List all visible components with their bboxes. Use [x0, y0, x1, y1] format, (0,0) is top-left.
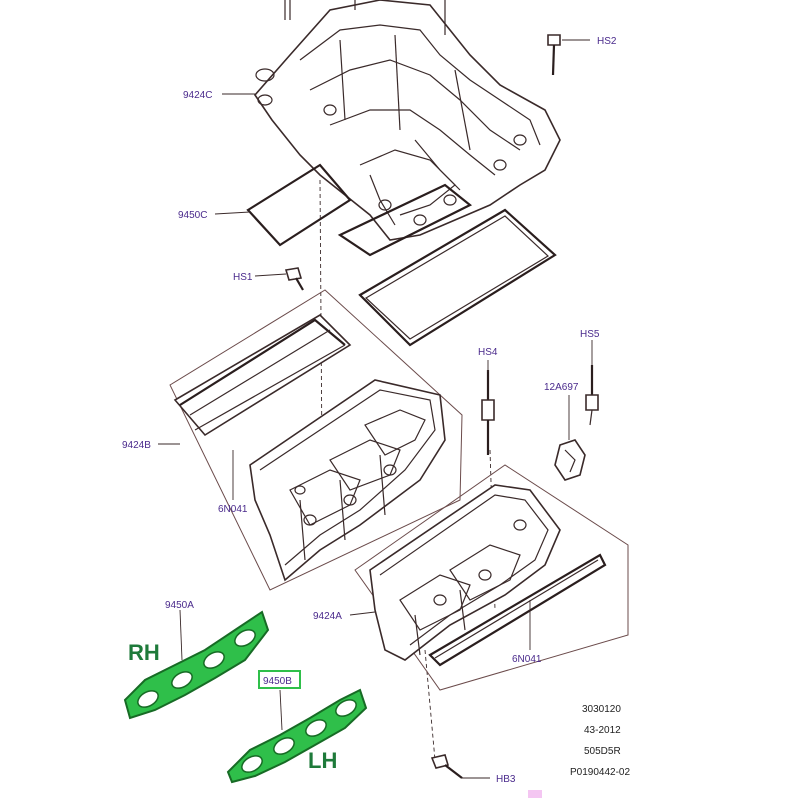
callout-12a697: 12A697 [544, 382, 579, 393]
gasket-rh-9450a [123, 610, 270, 720]
leader-lines [158, 39, 593, 779]
callout-9424c: 9424C [183, 90, 212, 101]
sensor-12a697 [554, 439, 586, 481]
catalog-code-2: 43-2012 [584, 725, 621, 736]
rh-section-frame [169, 289, 463, 591]
corner-marker [528, 790, 542, 798]
bolt-hs2 [547, 34, 561, 76]
lower-intake-rh [173, 313, 446, 582]
callout-9424a: 9424A [313, 611, 342, 622]
sensor-hs5 [585, 365, 599, 426]
upper-intake-manifold [253, 0, 561, 241]
catalog-code-4: P0190442-02 [570, 767, 630, 778]
callout-hs5: HS5 [580, 329, 600, 340]
callout-9450c: 9450C [178, 210, 207, 221]
side-label-rh: RH [128, 640, 160, 665]
catalog-code-1: 3030120 [582, 704, 621, 715]
lower-intake-lh [369, 484, 607, 667]
callout-9450a: 9450A [165, 600, 194, 611]
callout-6n041-lower: 6N041 [512, 654, 542, 665]
bolt-hb3 [430, 754, 463, 779]
catalog-code-3: 505D5R [584, 746, 621, 757]
side-label-lh: LH [308, 748, 337, 773]
callout-9450b: 9450B [263, 676, 292, 687]
highlight-box-9450b [258, 670, 301, 689]
lh-section-frame [354, 464, 629, 691]
callout-hb3: HB3 [496, 774, 516, 785]
callout-hs4: HS4 [478, 347, 498, 358]
callout-9424b: 9424B [122, 440, 151, 451]
gasket-lh-9450b [226, 688, 368, 784]
bolt-hs4 [481, 370, 495, 455]
callout-hs1: HS1 [233, 272, 253, 283]
bolt-hs1 [284, 267, 304, 291]
callout-hs2: HS2 [597, 36, 617, 47]
callout-6n041-upper: 6N041 [218, 504, 248, 515]
upper-gaskets [246, 163, 557, 347]
